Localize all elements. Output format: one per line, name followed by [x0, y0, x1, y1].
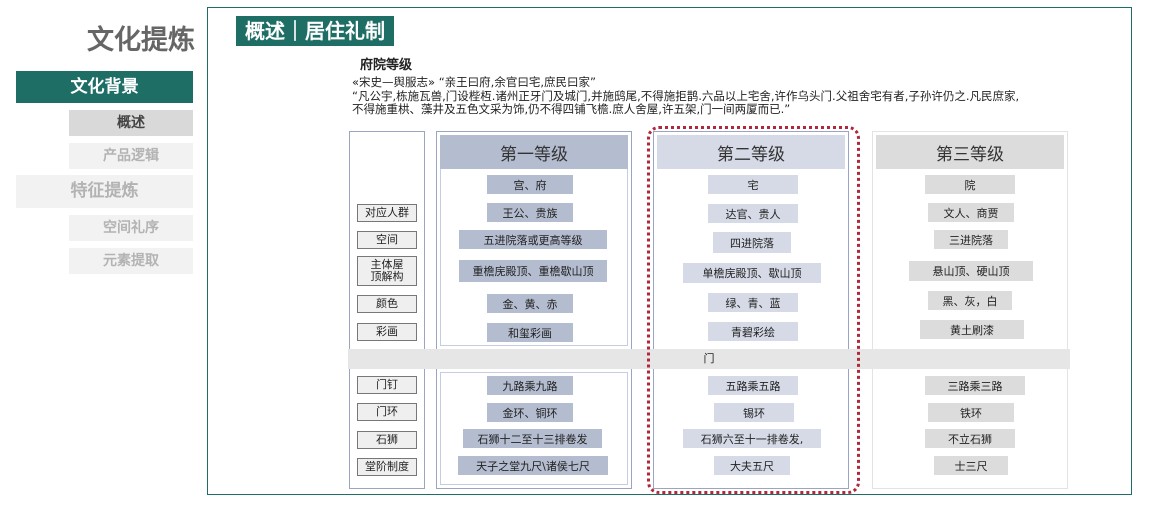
nav-item-culture-background[interactable]: 文化背景 [16, 71, 193, 103]
quote-line-2: 不得施重栱、藻井及五色文采为饰,仍不得四铺飞檐.庶人舍屋,许五架,门一间两厦而已… [352, 102, 791, 116]
content-frame [207, 7, 1132, 495]
grade-cell: 大夫五尺 [714, 456, 790, 475]
row-label: 石狮 [357, 431, 417, 449]
grade-cell: 绿、青、蓝 [708, 293, 798, 312]
content-subtitle: 府院等级 [360, 58, 413, 73]
row-label: 堂阶制度 [357, 458, 417, 476]
grade-cell: 青碧彩绘 [708, 322, 798, 341]
nav-subitem-product-logic[interactable]: 产品逻辑 [69, 143, 193, 169]
grade-cell: 士三尺 [934, 456, 1008, 475]
grade-cell: 不立石狮 [925, 429, 1015, 448]
grade-cell: 锡环 [714, 403, 794, 422]
column-header: 第一等级 [440, 135, 628, 169]
grade-cell: 达官、贵人 [708, 204, 798, 223]
nav-subitem-spatial-order[interactable]: 空间礼序 [69, 215, 193, 241]
grade-cell: 九路乘九路 [487, 376, 573, 395]
grade2-highlight [647, 126, 860, 494]
row-label: 门钉 [357, 376, 417, 394]
section-title: 文化提炼 [87, 25, 195, 56]
grade-cell: 单檐庑殿顶、歇山顶 [683, 263, 821, 283]
grade-cell: 金、黄、赤 [487, 294, 573, 313]
nav-subitem-overview[interactable]: 概述 [69, 110, 193, 136]
row-label: 颜色 [357, 295, 417, 313]
column-header: 第三等级 [876, 135, 1064, 169]
source-line: «宋史—舆服志» “亲王曰府,余官曰宅,庶民曰家” [352, 75, 596, 89]
column-header: 第二等级 [657, 135, 845, 169]
gate-band: 门 [348, 349, 1070, 369]
grade-cell: 黑、灰，白 [928, 291, 1012, 310]
grade-cell: 三进院落 [934, 230, 1008, 249]
grade-cell: 三路乘三路 [925, 376, 1025, 395]
row-label: 主体屋顶解构 [357, 256, 417, 286]
grade-cell: 宫、府 [487, 175, 573, 194]
nav-item-feature-extraction[interactable]: 特征提炼 [16, 175, 193, 208]
row-label: 彩画 [357, 323, 417, 341]
grade-cell: 石狮十二至十三排卷发 [463, 429, 602, 448]
row-label: 空间 [357, 231, 417, 249]
grade-cell: 四进院落 [713, 232, 791, 253]
row-label: 门环 [357, 403, 417, 421]
grade-cell: 文人、商贾 [928, 203, 1014, 222]
content-header: 概述｜居住礼制 [236, 16, 394, 46]
grade-cell: 王公、贵族 [487, 203, 573, 222]
grade-cell: 铁环 [928, 403, 1014, 422]
grade-cell: 院 [925, 175, 1015, 194]
grade-cell: 五路乘五路 [708, 376, 798, 395]
grade-cell: 重檐庑殿顶、重檐歇山顶 [459, 260, 607, 282]
nav-subitem-element-extraction[interactable]: 元素提取 [69, 248, 193, 274]
grade-cell: 和玺彩画 [487, 323, 573, 342]
grade-cell: 黄土刷漆 [920, 320, 1024, 339]
grade-cell: 金环、铜环 [487, 403, 573, 422]
grade-cell: 石狮六至十一排卷发, [683, 429, 821, 448]
grade-cell: 宅 [708, 175, 798, 194]
grade-cell: 天子之堂九尺\诸侯七尺 [458, 456, 608, 475]
quote-line-1: “凡公宇,栋施瓦兽,门设梐枑.诸州正牙门及城门,并施鸱尾,不得施拒鹊.六品以上宅… [352, 89, 1020, 103]
row-label: 对应人群 [357, 204, 417, 222]
grade-cell: 五进院落或更高等级 [459, 230, 607, 249]
grade-cell: 悬山顶、硬山顶 [909, 261, 1033, 281]
